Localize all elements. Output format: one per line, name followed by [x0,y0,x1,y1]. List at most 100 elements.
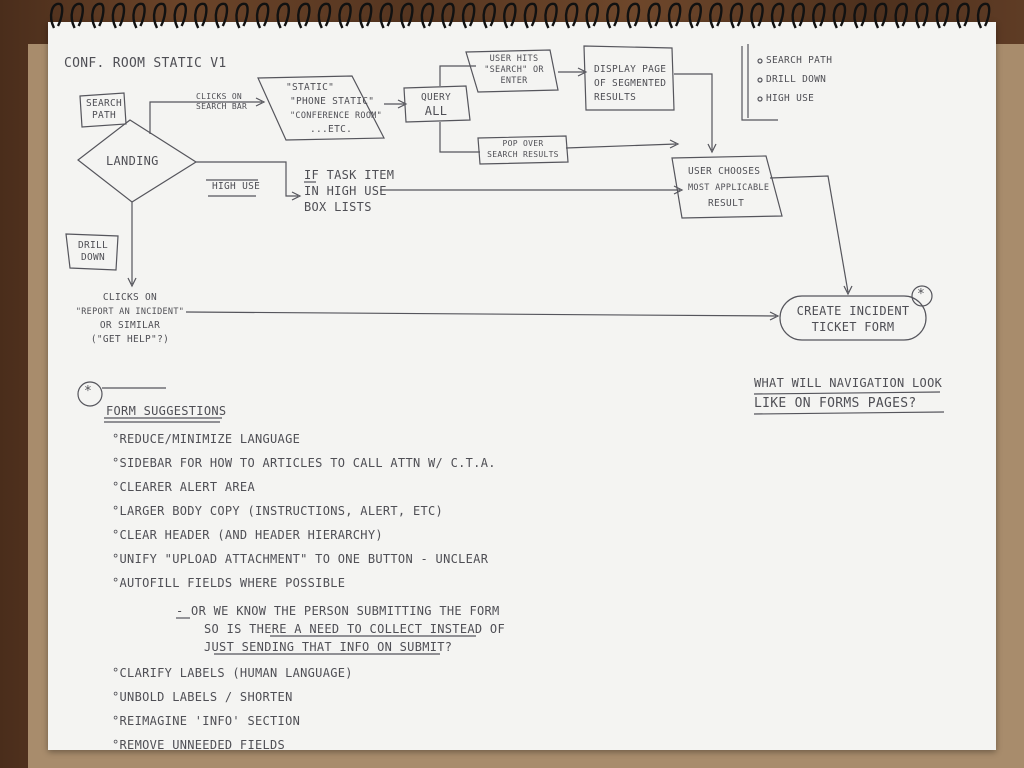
legend-bracket [741,44,778,121]
pop-over-line: SEARCH RESULTS [487,150,559,159]
user-chooses-box [671,155,783,219]
suggestion-item: °LARGER BODY COPY (INSTRUCTIONS, ALERT, … [112,504,444,518]
spiral-ring [647,2,661,29]
spiral-ring [729,2,744,29]
spiral-ring [91,2,105,29]
spiral-ring [564,2,579,29]
pop-over-box [477,135,569,165]
suggestion-item: °REMOVE UNNEEDED FIELDS [112,738,286,752]
edge-label-clicks-search-bar: CLICKS ON SEARCH BAR [196,92,248,111]
spiral-ring [585,2,599,29]
spiral-ring [894,2,908,29]
spiral-ring [832,2,847,29]
asterisk-icon: * [84,384,93,399]
user-chooses-line: RESULT [708,198,745,209]
query-all-line: ALL [424,104,448,118]
drill-down-box [65,233,119,271]
query-all-line: QUERY [420,92,452,103]
spiral-ring [915,2,929,29]
suggestion-item: °UNBOLD LABELS / SHORTEN [112,690,293,704]
spiral-ring [667,2,682,29]
spiral-ring [111,2,126,29]
user-hits-line: "SEARCH" OR [484,65,544,75]
user-hits-line: ENTER [500,76,528,86]
autofill-note-line: JUST SENDING THAT INFO ON SUBMIT? [204,640,453,654]
spiral-ring [709,2,723,29]
user-hits-search-box [465,49,559,93]
autofill-note-line: - OR WE KNOW THE PERSON SUBMITTING THE F… [176,604,500,618]
create-incident-line: CREATE INCIDENT [796,304,910,318]
spiral-ring [482,2,496,29]
spiral-ring [49,2,64,29]
spiral-ring [523,2,538,29]
suggestion-item: °CLEARER ALERT AREA [112,480,255,494]
display-page-box [583,45,675,111]
spiral-ring [214,2,229,29]
search-term: ...ETC. [310,124,353,135]
spiral-binding [49,2,991,29]
spiral-ring [461,2,476,29]
user-chooses-line: USER CHOOSES [688,166,761,177]
spiral-ring [873,2,888,29]
suggestion-item: °REDUCE/MINIMIZE LANGUAGE [112,432,301,446]
pop-over-line: POP OVER [502,139,544,148]
spiral-ring [503,2,517,29]
legend-item: HIGH USE [766,93,815,104]
spiral-ring [853,2,867,29]
spiral-ring [70,2,84,29]
display-page-line: RESULTS [594,92,637,103]
spiral-ring [297,2,311,29]
task-item-line: IN HIGH USE [304,184,387,198]
spiral-ring [276,2,290,29]
spiral-ring [750,2,764,29]
suggestion-item: °CLARIFY LABELS (HUMAN LANGUAGE) [112,666,353,680]
suggestion-item: °SIDEBAR FOR HOW TO ARTICLES TO CALL ATT… [112,456,496,470]
display-page-line: DISPLAY PAGE [594,64,667,75]
legend-item: SEARCH PATH [766,55,833,66]
sketchbook-page [48,22,996,750]
search-term: "CONFERENCE ROOM" [290,111,383,121]
spiral-ring [194,2,208,29]
asterisk-icon: * [917,287,926,302]
create-incident-line: TICKET FORM [811,320,895,334]
spiral-ring [400,2,414,29]
spiral-ring [152,2,167,29]
navigation-question-line: LIKE ON FORMS PAGES? [754,396,917,411]
spiral-ring [441,2,455,29]
clicks-report-line: ("GET HELP"?) [90,334,170,345]
clicks-report-line: "REPORT AN INCIDENT" [75,307,185,317]
search-path-label: SEARCH PATH [85,98,123,121]
diagram-title: CONF. ROOM STATIC V1 [64,56,227,71]
spiral-ring [317,2,332,29]
form-suggestions-title: FORM SUGGESTIONS [106,404,227,418]
spiral-ring [173,2,187,29]
spiral-ring [606,2,620,29]
search-terms-box [257,75,385,141]
navigation-question-line: WHAT WILL NAVIGATION LOOK [754,376,943,390]
query-all-box [403,85,471,123]
spiral-ring [812,2,826,29]
spiral-ring [688,2,702,29]
spiral-ring [358,2,373,29]
user-chooses-line: MOST APPLICABLE [688,183,770,193]
drill-down-label: DRILL DOWN [77,240,109,263]
spiral-ring [379,2,393,29]
create-incident-node [779,295,927,341]
spiral-ring [235,2,249,29]
clicks-report-line: OR SIMILAR [99,320,161,331]
display-page-line: OF SEGMENTED [594,78,667,89]
spiral-ring [935,2,950,29]
search-term: "PHONE STATIC" [290,96,375,107]
high-use-label: HIGH USE [212,181,261,192]
spiral-ring [255,2,270,29]
spiral-ring [976,2,991,29]
search-term: "STATIC" [286,82,335,93]
edge-landing-to-search-terms [149,101,262,134]
spiral-ring [626,2,641,29]
task-item-line: BOX LISTS [304,200,372,214]
user-hits-line: USER HITS [489,54,539,64]
search-path-box [79,92,127,128]
suggestion-item: °REIMAGINE 'INFO' SECTION [112,714,301,728]
clicks-report-line: CLICKS ON [102,292,158,303]
